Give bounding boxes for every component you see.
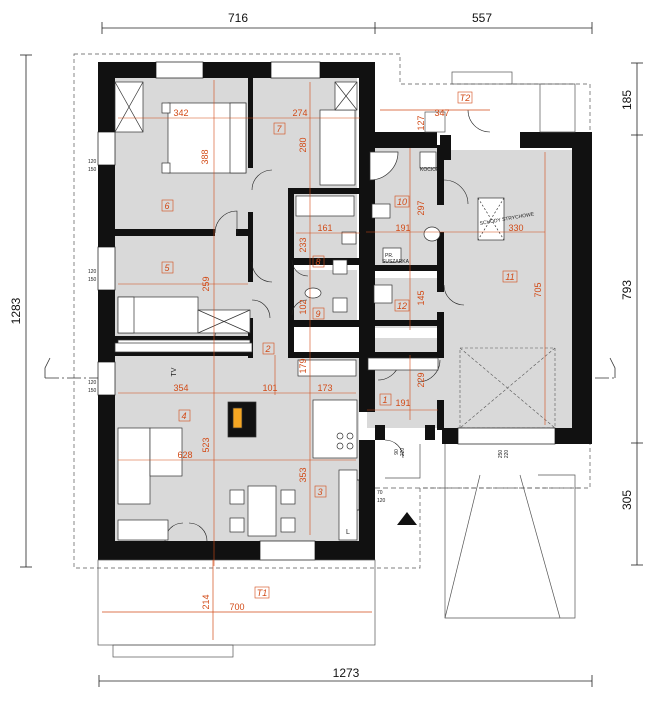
dim-9-height: 102: [298, 299, 308, 314]
dim-right-top: 185: [620, 90, 634, 110]
w-garage-width: 250: [498, 450, 504, 459]
dim-4-width-total: 628: [177, 450, 192, 460]
w-bed5-height: 150: [88, 277, 97, 283]
room-number-labels: 6 7 5 2 4 3 8 9 10 11 12 1 T1 T2: [164, 93, 514, 598]
room-3-label: 3: [317, 487, 322, 497]
floor-fill: [115, 78, 572, 541]
w-entry-height: 220: [400, 448, 406, 457]
room-7-label: 7: [276, 124, 282, 134]
entrance-arrow-icon: [397, 512, 417, 525]
room-10-label: 10: [397, 197, 407, 207]
room-1-label: 1: [382, 395, 387, 405]
room-6-label: 6: [164, 201, 169, 211]
dim-top-left: 716: [228, 11, 248, 25]
dim-6-width: 342: [173, 108, 188, 118]
w-entry-width: 90: [394, 449, 400, 455]
tv-label: TV: [171, 367, 178, 376]
roof-outline: [73, 53, 591, 569]
room-2-label: 2: [264, 344, 270, 354]
dim-top-right: 557: [472, 11, 492, 25]
dim-4-width-a: 354: [173, 383, 188, 393]
dim-11-height: 705: [533, 282, 543, 297]
w-living-width: 120: [88, 380, 97, 386]
dim-bottom-total: 1273: [333, 666, 360, 680]
dim-4-height: 523: [201, 437, 211, 452]
dim-t1-width: 700: [229, 602, 244, 612]
terrace-t2-label: T2: [460, 93, 471, 103]
terrace-t1: [97, 559, 376, 658]
dim-12-height: 145: [416, 290, 426, 305]
dim-right-middle: 793: [620, 280, 634, 300]
room-5-label: 5: [164, 263, 170, 273]
w-garage-height: 220: [504, 450, 510, 459]
dim-4-width-b: 101: [262, 383, 277, 393]
dim-10-width: 191: [395, 223, 410, 233]
room-8-label: 8: [315, 257, 320, 267]
porch-t2: [380, 71, 576, 133]
dim-3-height: 353: [298, 467, 308, 482]
dim-7-height: 280: [298, 137, 308, 152]
dim-10-height: 297: [416, 200, 426, 215]
boiler-label: KOCIOŁ: [420, 167, 439, 173]
dim-t1-height: 214: [201, 594, 211, 609]
room-numbers: [161, 91, 518, 599]
w-bed6-height: 150: [88, 167, 97, 173]
dim-8-height: 233: [298, 237, 308, 252]
kitchen-mark: L: [346, 529, 350, 536]
dim-right-bottom: 305: [620, 490, 634, 510]
w-kitchen-height: 120: [377, 498, 386, 504]
dim-11-width: 330: [508, 223, 523, 233]
terrace-t1-label: T1: [257, 588, 268, 598]
dim-8-width: 161: [317, 223, 332, 233]
driveway: [375, 444, 580, 619]
room-dimension-lines: [118, 80, 546, 566]
dim-t2-width: 347: [434, 108, 449, 118]
outer-dimensions: [20, 22, 643, 687]
dim-2-height: 179: [298, 358, 308, 373]
w-kitchen-width: 70: [377, 490, 383, 496]
dim-4-width-c: 173: [317, 383, 332, 393]
dim-1-height: 229: [416, 372, 426, 387]
dim-7-width: 274: [292, 108, 307, 118]
dim-left-total: 1283: [9, 297, 23, 324]
w-bed5-width: 120: [88, 269, 97, 275]
washer-label: PR.: [385, 253, 393, 259]
w-bed6-width: 120: [88, 159, 97, 165]
doors[interactable]: [164, 109, 491, 542]
dim-6-height: 388: [200, 149, 210, 164]
w-living-height: 150: [88, 388, 97, 394]
walls[interactable]: [98, 62, 592, 560]
room-11-label: 11: [505, 272, 514, 282]
dim-5-height: 259: [201, 276, 211, 291]
dim-1-width: 191: [395, 398, 410, 408]
dim-t2-height: 127: [416, 115, 426, 130]
window-labels: 120 150 120 150 120 150 70 120 90 220 25…: [88, 159, 510, 504]
room-9-label: 9: [315, 309, 320, 319]
dryer-label: SUSZARKA: [382, 259, 410, 265]
room-4-label: 4: [181, 411, 186, 421]
room-dimension-labels: 342 388 274 280 259 161 233 102 191 297 …: [173, 108, 543, 612]
room-12-label: 12: [397, 301, 407, 311]
furniture: [114, 81, 505, 541]
